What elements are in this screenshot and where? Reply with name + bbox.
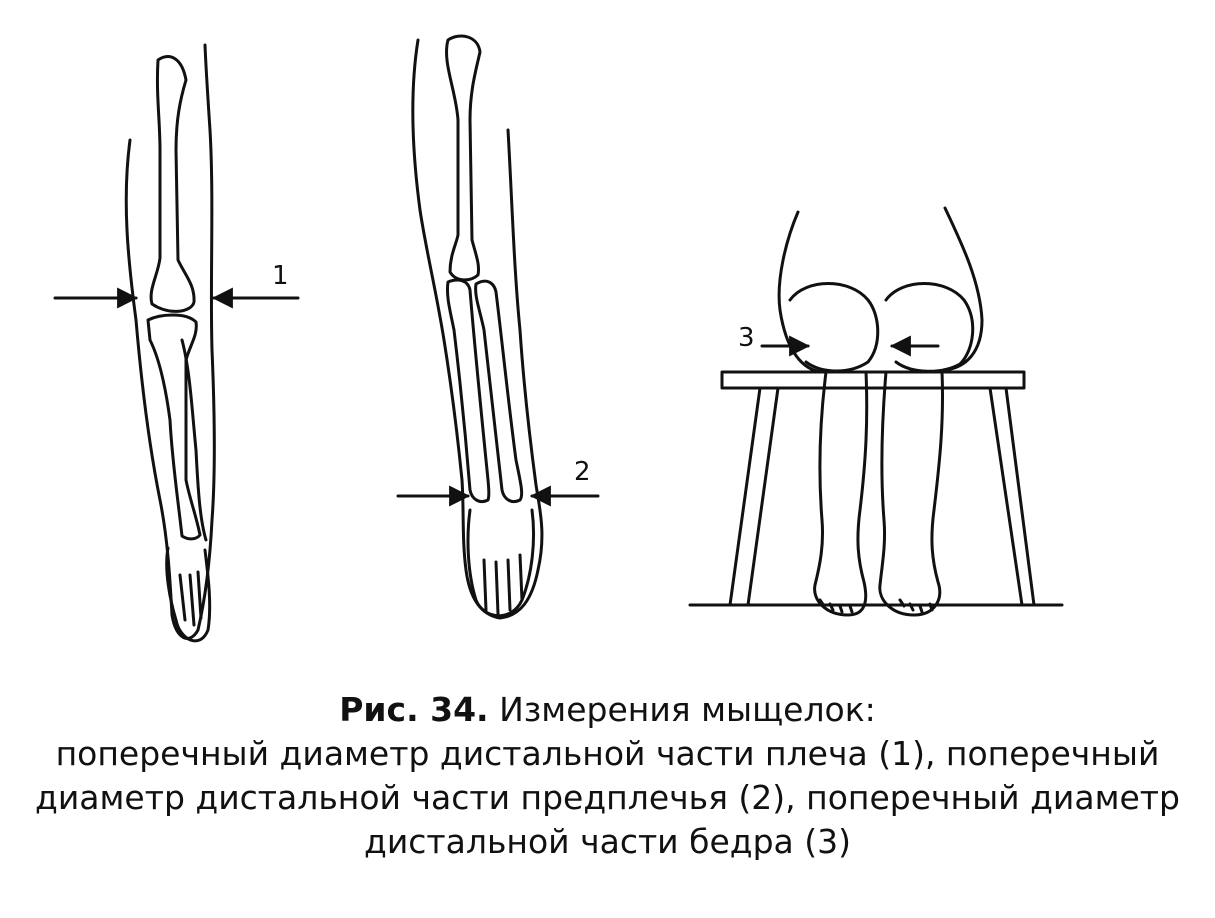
caption-line-2: диаметр дистальной части предплечья (2),… [35,778,1180,817]
figure-caption: Рис. 34. Измерения мыщелок: поперечный д… [0,688,1215,864]
caption-label: Рис. 34. [339,690,489,729]
callout-2: 2 [574,457,591,487]
arm-drawing-1 [124,43,216,643]
measurement-illustration: 1 2 3 [53,34,1064,643]
callout-3: 3 [738,323,755,353]
callout-1: 1 [272,261,289,291]
caption-title-line: Рис. 34. Измерения мыщелок: [0,688,1215,732]
caption-line-1: поперечный диаметр дистальной части плеч… [55,734,1160,773]
arrows [53,287,940,507]
caption-title: Измерения мыщелок: [488,690,876,729]
caption-line-3: дистальной части бедра (3) [364,822,851,861]
arm-drawing-2 [411,34,544,620]
knees-drawing [688,206,1064,617]
